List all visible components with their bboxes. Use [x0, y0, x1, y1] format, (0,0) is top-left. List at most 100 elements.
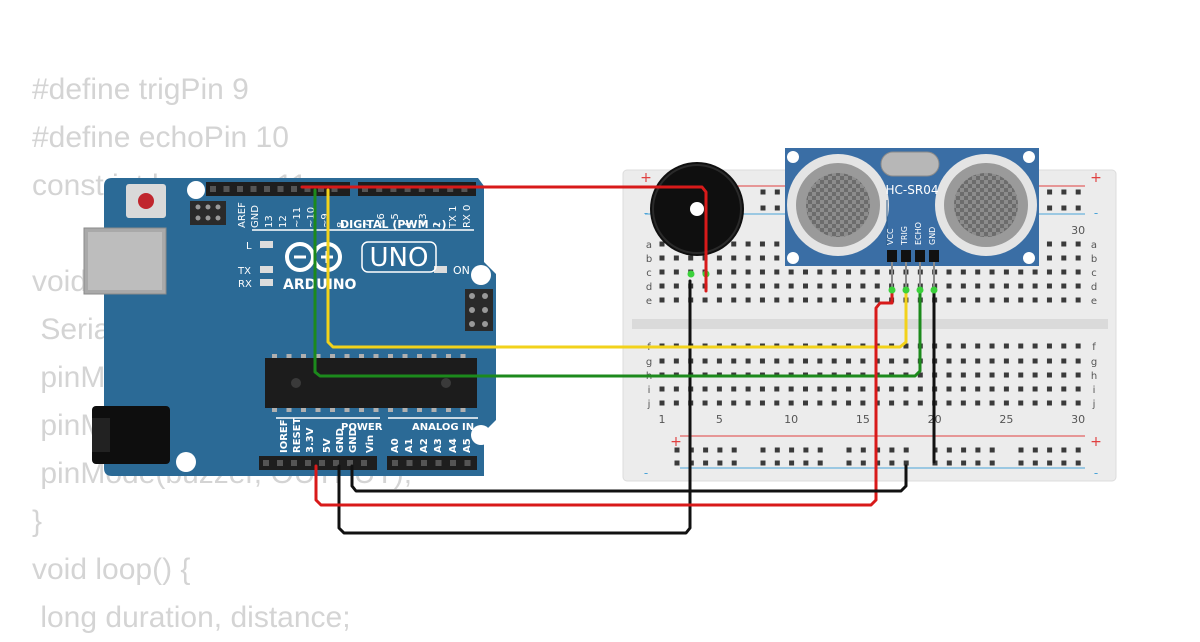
digital-pin-label: ~10: [306, 207, 317, 228]
analog-pin-label: A1: [404, 438, 415, 453]
sensor-pin: [887, 250, 897, 262]
icsp-header: [190, 201, 226, 225]
digital-pin-label: ~6: [376, 213, 387, 228]
code-line: #define echoPin 10: [32, 121, 289, 154]
power-pin-label: RESET: [292, 417, 303, 453]
column-number: 25: [999, 413, 1013, 426]
column-number: 10: [784, 413, 798, 426]
buzzer-hole: [690, 202, 704, 216]
digital-header: [206, 182, 476, 196]
crystal: [880, 151, 940, 177]
sensor-pins: [887, 250, 939, 290]
row-label: c: [646, 268, 652, 279]
led-rx-label: RX: [238, 279, 252, 290]
rail-minus-label: -: [1094, 206, 1098, 220]
analog-pin-label: A4: [448, 438, 459, 453]
digital-pin-label: 7: [362, 222, 373, 228]
code-line: void loop() {: [32, 553, 191, 586]
digital-pin-label: 2: [432, 222, 443, 228]
row-label: d: [1091, 282, 1097, 293]
power-pin-label: IOREF: [279, 419, 290, 453]
code-line: }: [32, 505, 43, 538]
led-on: [434, 266, 447, 273]
digital-pin-label: 8: [336, 222, 347, 228]
led-tx: [260, 266, 273, 273]
column-number: 5: [716, 413, 723, 426]
sensor-pin-label: TRIG: [900, 226, 909, 246]
code-line: long duration, distance;: [32, 601, 351, 634]
power-label: POWER: [341, 422, 383, 433]
sensor-pin: [929, 250, 939, 262]
brand-name: ARDUINO: [283, 277, 357, 293]
icsp-header-right: [465, 289, 493, 331]
digital-pin-label: ~3: [418, 213, 429, 228]
row-label: i: [1093, 385, 1096, 396]
row-label: d: [646, 282, 652, 293]
sensor-pin-label: ECHO: [914, 222, 923, 245]
sensor-pin-label: GND: [928, 227, 937, 245]
wire-buzzer-gnd: [337, 279, 692, 535]
led-on-label: ON: [453, 264, 470, 277]
row-label: a: [1091, 240, 1097, 251]
sensor-pin: [901, 250, 911, 262]
uno-badge: [361, 241, 437, 273]
wire-gnd-arduino: [350, 464, 908, 493]
rail-plus-label: +: [1090, 170, 1102, 186]
analog-pin-label: A0: [390, 438, 401, 453]
mounting-hole: [187, 181, 205, 199]
row-label: e: [646, 296, 652, 307]
microcontroller-chip: [265, 354, 477, 412]
row-label: e: [1091, 296, 1097, 307]
ultrasonic-transducer-left: [787, 154, 889, 256]
row-label: j: [647, 399, 651, 410]
sensor-pin: [915, 250, 925, 262]
power-header: [259, 456, 477, 470]
led-rx: [260, 279, 273, 286]
row-label: h: [1091, 371, 1097, 382]
mounting-hole: [471, 265, 491, 285]
rail-minus-label: -: [644, 206, 648, 220]
ultrasonic-transducer-right: [935, 154, 1037, 256]
analog-pin-label: A2: [419, 438, 430, 453]
column-number: 30: [1071, 413, 1085, 426]
digital-pin-label: GND: [250, 205, 261, 228]
led-tx-label: TX: [237, 266, 251, 277]
digital-pin-label: 12: [278, 215, 289, 228]
wire-trig-pin9: [326, 188, 908, 349]
power-pin-label: GND: [335, 428, 346, 453]
digital-pin-label: ~11: [292, 207, 303, 228]
led-l: [260, 241, 273, 248]
sensor-pin-label: VCC: [886, 228, 895, 245]
row-label: g: [646, 357, 652, 368]
code-line: #define trigPin 9: [32, 73, 249, 106]
row-label: j: [1092, 399, 1096, 410]
row-label: i: [648, 385, 651, 396]
mounting-hole: [176, 452, 196, 472]
power-pin-label: 3.3V: [305, 427, 316, 453]
analog-label: ANALOG IN: [412, 422, 474, 433]
led-l-label: L: [246, 241, 252, 252]
digital-pin-label: 4: [404, 222, 415, 228]
sensor-pin-labels: VCC TRIG ECHO GND: [886, 222, 937, 246]
column-number: 1: [659, 413, 666, 426]
power-jack: [92, 406, 170, 464]
digital-pin-label: 13: [264, 215, 275, 228]
rail-plus-label: +: [670, 434, 682, 450]
digital-pin-label: TX 1: [448, 206, 459, 230]
rail-minus-label: -: [1094, 466, 1098, 480]
analog-pin-label: A5: [462, 438, 473, 453]
mounting-hole: [471, 425, 491, 445]
digital-pin-label: ~9: [320, 213, 331, 228]
column-number: 15: [856, 413, 870, 426]
power-pin-label: GND: [348, 428, 359, 453]
row-label: f: [1092, 342, 1096, 353]
row-label: b: [1091, 254, 1097, 265]
digital-pin-label: AREF: [237, 202, 248, 228]
digital-pin-label: ~5: [390, 213, 401, 228]
analog-pin-label: A3: [433, 438, 444, 453]
